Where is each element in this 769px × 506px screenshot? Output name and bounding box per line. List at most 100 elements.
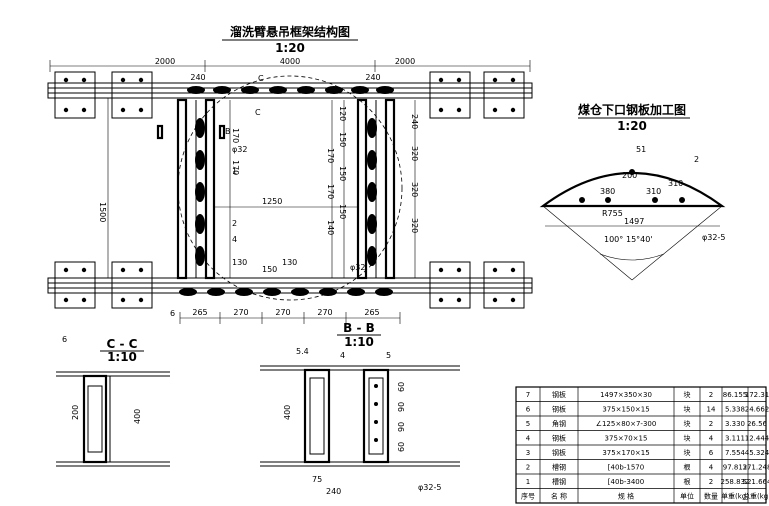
svg-text:150: 150: [262, 265, 277, 274]
table-cell: 2: [709, 478, 713, 486]
table-cell: 2: [709, 420, 713, 428]
table-cell: 86.155: [723, 391, 748, 399]
svg-text:270: 270: [275, 308, 290, 317]
bottom-small-dims: 130 150 130: [232, 258, 297, 274]
table-header-cell: 单重(kg): [721, 492, 749, 501]
table-header-cell: 序号: [521, 492, 535, 501]
svg-text:2: 2: [232, 219, 237, 228]
table-cell: 14: [707, 406, 716, 414]
bb-dim-e: 90: [397, 402, 406, 412]
dim-seg-left: 240: [190, 73, 205, 82]
svg-text:200: 200: [622, 171, 637, 180]
dim-top-left: 2000: [155, 57, 175, 66]
side-dims: 51 200 380 310 310 R755 1497 100° 15°40'…: [600, 145, 725, 244]
svg-text:170: 170: [231, 128, 240, 143]
svg-text:120: 120: [338, 106, 347, 121]
dim-top-mid: 4000: [280, 57, 300, 66]
svg-text:130: 130: [282, 258, 297, 267]
svg-text:130: 130: [232, 258, 247, 267]
bb-dim-h: φ32-5: [418, 483, 441, 492]
table-cell: 钢板: [552, 434, 566, 443]
cc-callout: 6: [62, 335, 67, 344]
svg-text:4: 4: [232, 235, 237, 244]
table-cell: 6: [709, 449, 714, 457]
svg-text:320: 320: [410, 182, 419, 197]
ref-c-top: C: [258, 74, 264, 83]
svg-text:170: 170: [326, 148, 335, 163]
cc-dim-b: 400: [133, 409, 142, 424]
svg-text:140: 140: [326, 220, 335, 235]
top-dimensions: 2000 4000 2000 240 240 C: [49, 57, 531, 83]
table-header-cell: 数量: [704, 492, 718, 501]
table-cell: 块: [684, 434, 691, 443]
bb-label-m: 4: [340, 351, 345, 360]
bottom-dims: 265 270 270 270 265: [179, 308, 401, 324]
svg-text:150: 150: [338, 132, 347, 147]
left-slots: [195, 118, 205, 266]
bb-dim-b: 75: [312, 475, 322, 484]
table-cell: 2: [526, 464, 530, 472]
side-plate: [539, 169, 726, 281]
table-cell: 根: [684, 477, 691, 486]
table-cell: 1: [526, 478, 530, 486]
table-cell: 12.444: [745, 435, 769, 443]
cc-section: [56, 371, 170, 467]
svg-text:170: 170: [326, 184, 335, 199]
table-cell: 1497×350×30: [600, 391, 652, 399]
table-cell: 3: [526, 449, 530, 457]
table-cell: 521.664: [743, 478, 769, 486]
svg-text:265: 265: [192, 308, 207, 317]
svg-text:270: 270: [317, 308, 332, 317]
table-cell: [40b-1570: [608, 464, 644, 472]
right-vertical-dims: 240 320 320 320: [410, 100, 419, 278]
table-cell: 3.111: [725, 435, 745, 443]
svg-text:15°40': 15°40': [626, 235, 653, 244]
table-cell: 172.31: [745, 391, 769, 399]
table-cell: 4: [709, 435, 714, 443]
table-cell: 块: [684, 405, 691, 414]
table-cell: 375×150×15: [602, 406, 649, 414]
bb-dim-f: 90: [397, 422, 406, 432]
svg-text:150: 150: [338, 204, 347, 219]
table-cell: 6: [526, 406, 531, 414]
bolt-label: φ32: [232, 145, 247, 154]
bolt-label-2: φ32: [350, 263, 365, 272]
bb-section: [260, 365, 460, 467]
svg-text:170: 170: [231, 160, 240, 175]
svg-text:270: 270: [233, 308, 248, 317]
svg-text:R755: R755: [602, 209, 623, 218]
bb-scale: 1:10: [344, 335, 374, 349]
table-cell: 槽钢: [552, 477, 566, 486]
svg-text:380: 380: [600, 187, 615, 196]
table-cell: 2: [709, 391, 713, 399]
svg-text:310: 310: [668, 179, 683, 188]
bb-dim-d: 60: [397, 382, 406, 392]
ref-b: B: [225, 127, 231, 136]
main-scale: 1:20: [275, 41, 305, 55]
table-cell: 钢板: [552, 405, 566, 414]
table-cell: 45.324: [745, 449, 769, 457]
corner-plates: [54, 71, 525, 309]
table-cell: 375×170×15: [602, 449, 649, 457]
table-cell: 根: [684, 463, 691, 472]
bb-title: B - B: [343, 321, 375, 335]
svg-text:1: 1: [232, 167, 237, 176]
table-cell: 槽钢: [552, 463, 566, 472]
svg-text:φ32-5: φ32-5: [702, 233, 725, 242]
dashed-circle: [177, 75, 403, 301]
top-slot-chain: [187, 86, 394, 94]
table-cell: 5.338: [725, 406, 745, 414]
svg-text:310: 310: [646, 187, 661, 196]
right-column-dims: 120 150 170 150 170 150 140: [326, 100, 347, 278]
table-cell: 7: [526, 391, 530, 399]
svg-text:320: 320: [410, 146, 419, 161]
table-cell: ∠125×80×7-300: [596, 420, 657, 428]
cc-dim-a: 200: [71, 405, 80, 420]
svg-text:100°: 100°: [604, 235, 623, 244]
right-slots: [367, 118, 377, 266]
table-cell: 4: [709, 464, 714, 472]
table-cell: 块: [684, 390, 691, 399]
main-title: 溜洗臂悬吊框架结构图: [230, 24, 350, 39]
